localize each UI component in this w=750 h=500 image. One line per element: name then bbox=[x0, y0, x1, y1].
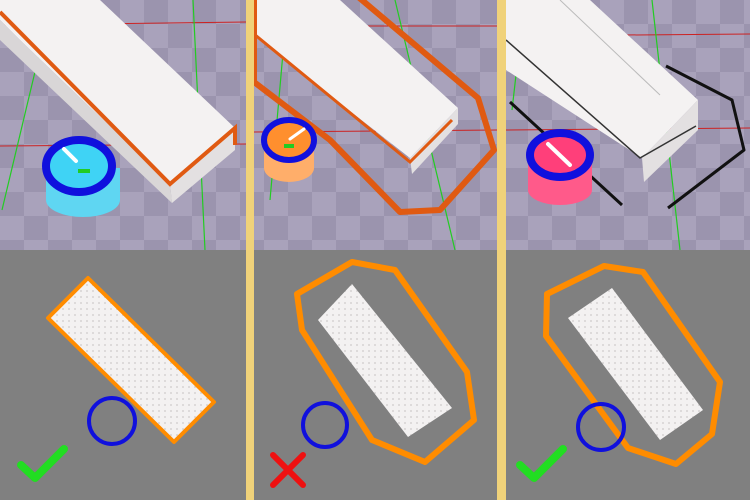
box-edge bbox=[506, 39, 697, 159]
box-footprint bbox=[568, 288, 703, 440]
check-icon bbox=[516, 445, 567, 482]
topdown-view-left bbox=[17, 276, 216, 482]
box-side bbox=[170, 128, 235, 203]
scene-view-left bbox=[0, 0, 246, 250]
cross-icon bbox=[270, 452, 306, 488]
cylinder-footprint bbox=[576, 402, 626, 452]
box-front bbox=[0, 20, 172, 203]
check-icon bbox=[17, 445, 68, 482]
panel-divider bbox=[497, 0, 506, 500]
grasp-marker bbox=[284, 144, 294, 148]
cylinder-top bbox=[42, 136, 116, 196]
box-edge-highlight bbox=[254, 32, 454, 165]
panel-divider bbox=[246, 0, 254, 500]
box-edge-faint bbox=[559, 0, 661, 96]
scene-view-middle bbox=[254, 0, 497, 250]
gripper-marker bbox=[288, 127, 306, 141]
footprint-polygon bbox=[543, 263, 723, 467]
footprint-outline bbox=[665, 64, 746, 210]
box-footprint bbox=[318, 284, 452, 437]
cylinder-footprint bbox=[87, 396, 137, 446]
box-top bbox=[254, 0, 458, 158]
gripper-marker bbox=[62, 147, 78, 163]
footprint-outline bbox=[254, 0, 497, 215]
topdown-view-middle bbox=[270, 259, 477, 488]
gripper-marker bbox=[546, 142, 572, 167]
footprint-outline bbox=[0, 10, 237, 187]
topdown-view-right bbox=[516, 263, 723, 482]
cylinder-footprint bbox=[301, 401, 349, 449]
scene-view-right bbox=[506, 0, 750, 250]
box-top bbox=[506, 0, 698, 158]
box-top bbox=[0, 0, 235, 184]
grasp-marker bbox=[78, 169, 90, 173]
footprint-polygon bbox=[294, 259, 477, 465]
footprint-box bbox=[46, 276, 216, 444]
